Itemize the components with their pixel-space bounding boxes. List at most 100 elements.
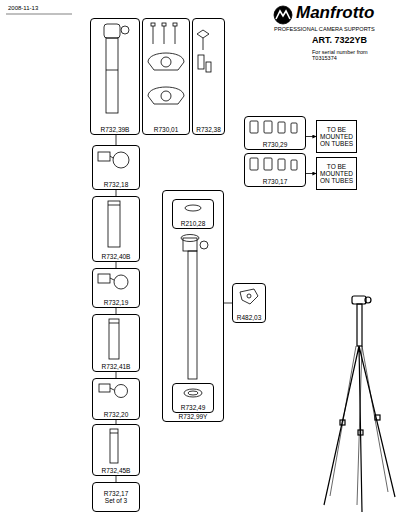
part-drawing bbox=[98, 152, 110, 161]
part-number: R732,39B bbox=[101, 126, 130, 133]
part-drawing bbox=[188, 391, 198, 395]
part-number: R732,49 bbox=[181, 404, 206, 411]
part-drawing bbox=[108, 201, 120, 247]
part-drawing bbox=[106, 38, 118, 113]
part-number: R730,29 bbox=[263, 141, 288, 148]
part-drawing bbox=[110, 433, 118, 434]
part-number: R732,99Y bbox=[179, 413, 208, 420]
part-number: R732,17 bbox=[104, 490, 129, 497]
part-number: R210,28 bbox=[181, 220, 206, 227]
part-box: R210,28 bbox=[172, 199, 214, 229]
part-drawing bbox=[183, 238, 197, 251]
part-drawing bbox=[274, 6, 292, 24]
part-box: R732,20 bbox=[92, 378, 140, 420]
part-number: R732,19 bbox=[104, 299, 129, 306]
part-drawing bbox=[250, 158, 258, 170]
part-drawing bbox=[358, 430, 363, 435]
part-box: R732,40B bbox=[92, 196, 140, 262]
header-text: PROFESSIONAL CAMERA SUPPORTS bbox=[274, 26, 398, 32]
part-drawing bbox=[173, 23, 177, 26]
part-drawing bbox=[153, 26, 154, 44]
part-drawing bbox=[109, 323, 119, 324]
part-drawing bbox=[375, 415, 380, 420]
connector-line bbox=[224, 303, 232, 304]
note-text: TO BE MOUNTED ON TUBES bbox=[319, 126, 354, 147]
part-box: R732,39B bbox=[90, 18, 140, 135]
note-box: TO BE MOUNTED ON TUBES bbox=[316, 120, 357, 153]
tube-caps bbox=[250, 121, 297, 170]
part-number: R732,40B bbox=[102, 253, 131, 260]
part-drawing bbox=[162, 23, 166, 26]
part-drawing bbox=[357, 304, 362, 346]
part-drawing bbox=[330, 346, 388, 505]
part-drawing bbox=[151, 23, 155, 26]
part-drawing bbox=[206, 62, 211, 72]
part-drawing bbox=[324, 346, 395, 512]
part-drawing bbox=[278, 122, 285, 133]
part-drawing bbox=[184, 389, 202, 397]
part-drawing bbox=[104, 24, 120, 38]
part-box: R732,45B bbox=[92, 424, 140, 476]
part-drawing bbox=[264, 121, 272, 133]
part-box: R732,99Y R210,28R732,49 bbox=[162, 190, 224, 422]
part-drawing bbox=[113, 152, 129, 168]
part-drawing bbox=[276, 11, 290, 19]
header-text: 2008-11-13 bbox=[8, 5, 68, 12]
part-drawing bbox=[114, 275, 128, 289]
part-box: R730,29 bbox=[244, 116, 306, 150]
part-number: R730,01 bbox=[154, 126, 179, 133]
part-drawing bbox=[278, 159, 285, 170]
part-box: R732,38 bbox=[192, 18, 225, 135]
note-text: TO BE MOUNTED ON TUBES bbox=[319, 163, 354, 184]
part-drawing bbox=[161, 91, 171, 101]
part-box: R732,41B bbox=[92, 314, 140, 372]
lever-clip bbox=[240, 289, 258, 304]
part-drawing bbox=[148, 53, 184, 70]
note-box: TO BE MOUNTED ON TUBES bbox=[316, 157, 357, 190]
part-drawing bbox=[98, 274, 110, 283]
part-number: R732,18 bbox=[104, 181, 129, 188]
part-drawing bbox=[197, 30, 209, 50]
logo-mark bbox=[274, 6, 292, 24]
header-text: For serial number from T0315374 bbox=[312, 49, 370, 61]
part-drawing bbox=[175, 26, 176, 44]
tripod-figure bbox=[324, 296, 395, 512]
part-drawing bbox=[352, 296, 366, 304]
part-drawing bbox=[121, 26, 129, 34]
part-drawing bbox=[365, 297, 371, 303]
part-box: R732,49 bbox=[172, 383, 214, 413]
leg-top-part bbox=[104, 24, 129, 113]
part-box: R732,19 bbox=[92, 268, 140, 308]
part-drawing bbox=[148, 87, 184, 104]
header-text: ART. 7322YB bbox=[312, 36, 392, 46]
part-drawing bbox=[291, 123, 297, 133]
small-parts bbox=[197, 30, 211, 72]
part-number: R730,17 bbox=[263, 178, 288, 185]
leg-clamps bbox=[98, 152, 129, 398]
connector-line bbox=[306, 173, 316, 174]
part-number: R732,45B bbox=[102, 467, 131, 474]
part-drawing bbox=[198, 55, 204, 69]
part-number: R732,41B bbox=[102, 363, 131, 370]
part-number: R732,38 bbox=[196, 126, 221, 133]
part-box: R482,03 bbox=[232, 283, 266, 323]
part-drawing bbox=[115, 385, 128, 398]
part-box: R732,17Set of 3 bbox=[92, 482, 140, 512]
part-drawing bbox=[340, 420, 345, 425]
part-drawing bbox=[99, 384, 110, 392]
center-column bbox=[181, 205, 208, 397]
connector-line bbox=[116, 135, 117, 145]
part-drawing bbox=[250, 121, 258, 133]
part-drawing bbox=[110, 429, 118, 463]
part-drawing bbox=[110, 156, 113, 158]
part-drawing bbox=[264, 158, 272, 170]
part-box: R730,01 bbox=[142, 18, 190, 135]
brand-logo-text: Manfrotto bbox=[296, 4, 396, 23]
part-drawing bbox=[200, 241, 208, 249]
connector-line bbox=[306, 136, 316, 137]
part-number: R482,03 bbox=[237, 314, 262, 321]
part-number: R732,20 bbox=[104, 411, 129, 418]
